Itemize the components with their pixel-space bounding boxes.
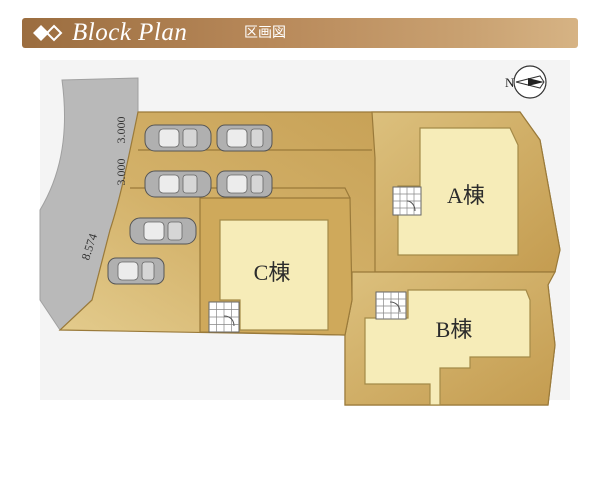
page-subtitle: 区画図: [244, 26, 286, 41]
car-icon: [129, 217, 197, 245]
car-icon: [216, 170, 273, 198]
building-c-label: C棟: [254, 260, 291, 285]
building-c: [219, 219, 329, 331]
title-banner: Block Plan 区画図: [22, 18, 578, 48]
page-title: Block Plan: [72, 19, 188, 46]
compass-north-label: N: [505, 75, 515, 90]
road-width-label: 3.000: [114, 159, 128, 186]
building-b-label: B棟: [436, 317, 473, 342]
stairs-icon: [375, 291, 407, 320]
car-icon: [216, 124, 273, 152]
stairs-icon: [208, 301, 240, 333]
road-width-label: 3.000: [114, 117, 128, 144]
building-a-label: A棟: [447, 183, 485, 208]
stairs-icon: [392, 186, 422, 216]
car-icon: [107, 257, 165, 285]
car-icon: [144, 124, 212, 152]
compass-icon: [513, 65, 547, 99]
car-icon: [144, 170, 212, 198]
diamond-icon: [33, 24, 63, 42]
building-a: [397, 127, 519, 256]
